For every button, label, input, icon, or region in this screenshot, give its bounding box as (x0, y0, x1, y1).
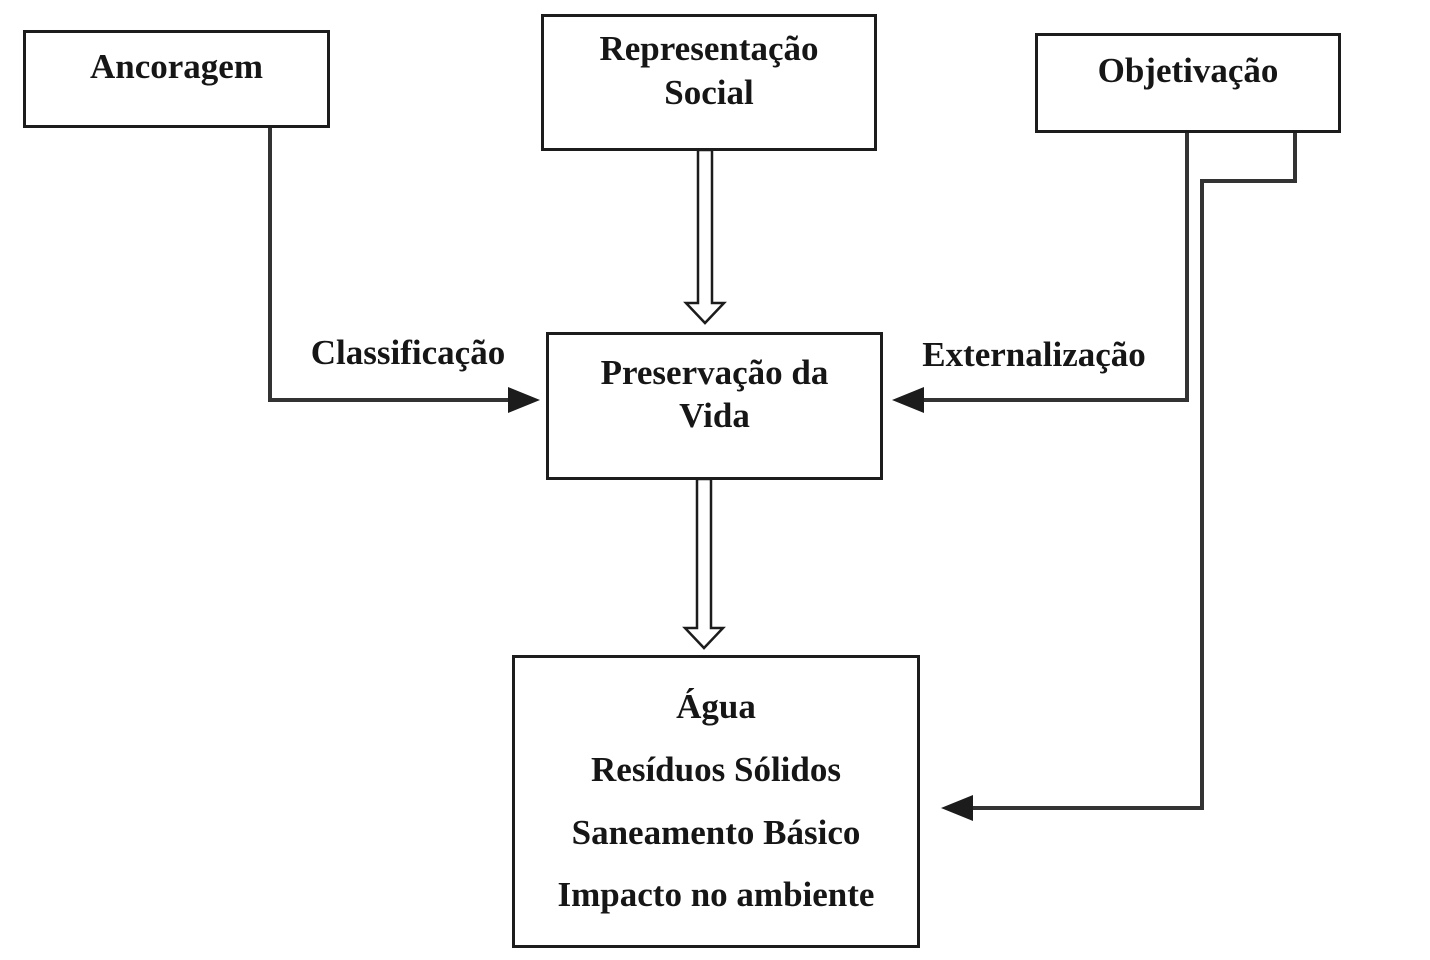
externalizacao-arrow-line (922, 131, 1189, 402)
box-preservacao-line2: Vida (679, 396, 750, 435)
objetivacao-to-temas-line (973, 131, 1297, 810)
objetivacao-to-temas-arrowhead-icon (941, 795, 973, 821)
box-objetivacao: Objetivação (1035, 33, 1341, 133)
box-preservacao-da-vida: Preservação da Vida (546, 332, 883, 480)
box-preservacao-line1: Preservação da (600, 352, 829, 392)
theme-agua: Água (676, 687, 756, 727)
arrow-label-classificacao: Classificação (310, 333, 506, 372)
externalizacao-arrowhead-icon (892, 387, 924, 413)
box-ancoragem: Ancoragem (23, 30, 330, 128)
box-representacao-social-line1: Representação (599, 29, 819, 69)
box-temas: Água Resíduos Sólidos Saneamento Básico … (512, 655, 920, 948)
arrow-label-externalizacao: Externalização (922, 335, 1146, 374)
classificacao-arrowhead-icon (508, 387, 540, 413)
theme-residuos-solidos: Resíduos Sólidos (591, 749, 841, 789)
theme-impacto-no-ambiente: Impacto no ambiente (557, 875, 875, 915)
box-ancoragem-label: Ancoragem (89, 47, 263, 87)
representacao-to-preservacao-hollow-arrow-icon (683, 148, 727, 325)
box-representacao-social: Representação Social (541, 14, 877, 151)
box-objetivacao-label: Objetivação (1097, 51, 1279, 91)
classificacao-arrow-line (268, 126, 510, 402)
preservacao-to-temas-hollow-arrow-icon (682, 477, 726, 650)
theme-saneamento-basico: Saneamento Básico (571, 812, 861, 852)
box-representacao-social-line2: Social (664, 72, 754, 112)
